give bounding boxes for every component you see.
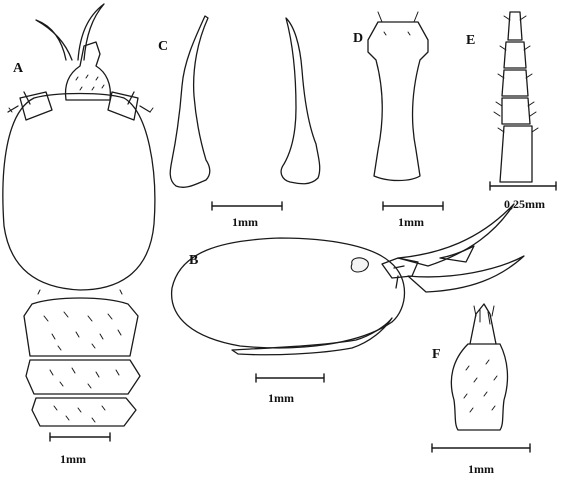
- figure-d-pits: [383, 31, 411, 36]
- figure-f-plate: [431, 303, 531, 453]
- figure-e-segment-5: [499, 125, 533, 183]
- figure-f-setae: [463, 359, 498, 413]
- figure-a-abdomen-segment-1: [23, 297, 139, 357]
- figure-e-segment-3: [501, 69, 529, 97]
- figure-b-scale-label: 1mm: [268, 391, 294, 405]
- figure-a-abdomen-segment-3: [31, 397, 137, 427]
- figure-c-label: C: [158, 39, 168, 54]
- figure-c-claw-right: [280, 17, 321, 185]
- figure-f-label: F: [432, 347, 441, 362]
- figure-a-habitus: [2, 3, 156, 442]
- figure-a-head: [64, 41, 112, 101]
- figure-b-body: [170, 237, 405, 349]
- figure-b-eye-spot: [350, 257, 369, 273]
- figure-b-habitus: [170, 203, 525, 383]
- figure-f-outline: [450, 343, 509, 431]
- figure-c-scale-label: 1mm: [232, 215, 258, 229]
- figure-a-abdomen-setae-1: [43, 311, 122, 351]
- figure-a-left-joint: [7, 91, 53, 121]
- figure-a-abdomen-setae-3: [53, 405, 106, 423]
- figure-b-label: B: [189, 253, 198, 268]
- figure-b-upper-mandible: [397, 203, 515, 267]
- figure-b-ventral-appendage: [231, 317, 393, 356]
- figure-d-outline: [367, 21, 429, 182]
- figure-a-abdomen-segment-2: [25, 359, 141, 395]
- figure-b-lower-mandible: [407, 255, 525, 293]
- figure-d-label: D: [353, 31, 363, 46]
- figure-c-claw-left: [169, 15, 211, 188]
- figure-a-left-mandible: [35, 19, 73, 61]
- figure-f-tip-setae: [473, 305, 495, 325]
- figure-b-middle-process: [439, 245, 475, 263]
- figure-a-right-mandible: [77, 3, 105, 61]
- figure-a-carapace-setae: [8, 107, 154, 295]
- figure-e-segment-2: [503, 41, 527, 69]
- figure-a-scale-label: 1mm: [60, 452, 86, 466]
- figure-d-setae: [377, 11, 419, 23]
- figure-e-antenna: [489, 11, 557, 191]
- figure-a-carapace: [2, 92, 156, 291]
- figure-a-head-bristles: [75, 74, 105, 91]
- figure-b-mouthparts: [381, 257, 419, 289]
- figure-e-label: E: [466, 33, 475, 48]
- figure-c-claws: [169, 15, 321, 211]
- figure-d-segment: [367, 11, 444, 211]
- figure-f-tip: [469, 303, 497, 345]
- figure-a-label: A: [13, 61, 24, 76]
- figure-e-segment-1: [507, 11, 523, 41]
- figure-f-scale-label: 1mm: [468, 462, 494, 476]
- figure-d-scale-label: 1mm: [398, 215, 424, 229]
- figure-e-scale-label: 0,25mm: [504, 197, 545, 211]
- figure-e-setae: [493, 15, 539, 133]
- figure-e-segment-4: [501, 97, 531, 125]
- figure-a-abdomen-setae-2: [49, 367, 120, 389]
